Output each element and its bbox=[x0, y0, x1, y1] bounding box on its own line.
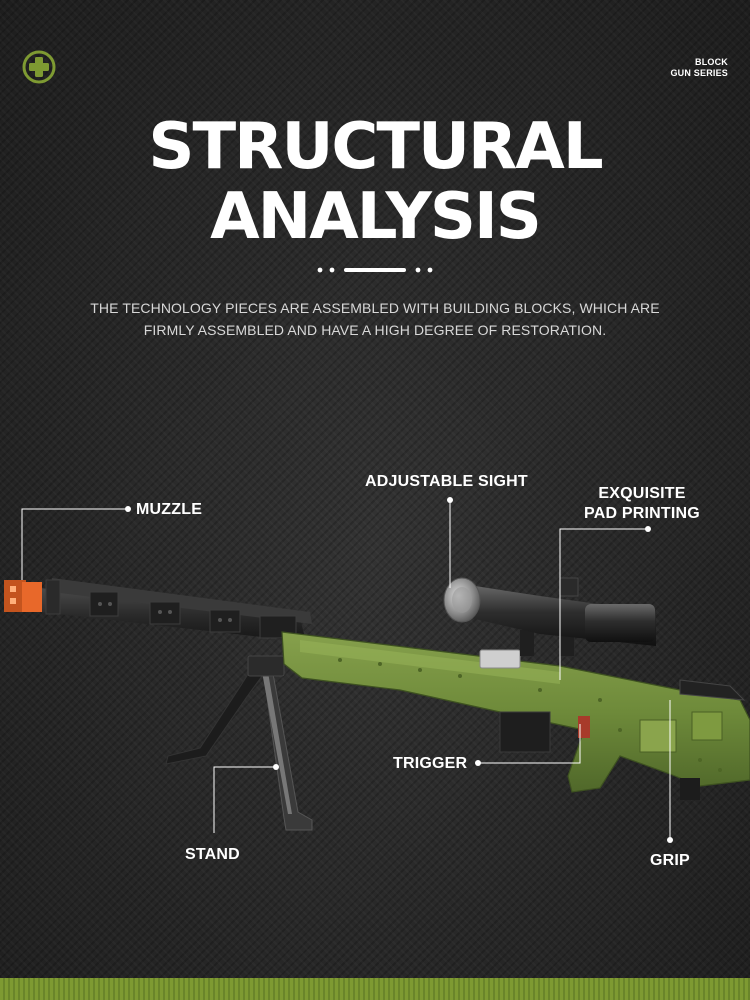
callout-leaders bbox=[21, 497, 673, 843]
callout-stand: STAND bbox=[185, 846, 240, 863]
bipod-stand bbox=[165, 655, 313, 831]
page-title: STRUCTURAL ANALYSIS bbox=[0, 112, 750, 252]
page-subtitle-line2: FIRMLY ASSEMBLED AND HAVE A HIGH DEGREE … bbox=[143, 322, 607, 338]
page-subtitle-line1: THE TECHNOLOGY PIECES ARE ASSEMBLED WITH… bbox=[90, 300, 660, 316]
stand-leader bbox=[213, 766, 276, 833]
series-tag: BLOCK GUN SERIES bbox=[670, 57, 728, 79]
callout-adjustable-sight: ADJUSTABLE SIGHT bbox=[365, 473, 528, 490]
green-cross-badge-icon bbox=[22, 50, 56, 84]
muzzle-tip bbox=[4, 580, 42, 612]
callout-grip: GRIP bbox=[650, 852, 690, 869]
trigger-leader bbox=[478, 724, 581, 764]
callout-exquisite-line1: EXQUISITE bbox=[598, 485, 686, 502]
series-tag-line2: GUN SERIES bbox=[670, 68, 728, 78]
callout-trigger: TRIGGER bbox=[393, 755, 468, 772]
page-title-line2: ANALYSIS bbox=[210, 180, 542, 254]
sniper-rifle-illustration bbox=[4, 497, 750, 843]
bottom-accent-stripe bbox=[0, 978, 750, 1000]
callout-muzzle: MUZZLE bbox=[136, 501, 203, 518]
callout-exquisite-pad-printing: EXQUISITE PAD PRINTING bbox=[580, 484, 704, 524]
page-title-line1: STRUCTURAL bbox=[148, 110, 603, 184]
rifle-stock bbox=[281, 631, 750, 800]
exquisite-leader bbox=[559, 528, 648, 680]
callout-exquisite-line2: PAD PRINTING bbox=[584, 505, 700, 522]
muzzle-leader bbox=[21, 508, 128, 580]
series-tag-line1: BLOCK bbox=[695, 57, 728, 67]
title-divider bbox=[317, 267, 433, 273]
rifle-scope bbox=[443, 577, 656, 656]
page-subtitle: THE TECHNOLOGY PIECES ARE ASSEMBLED WITH… bbox=[90, 297, 660, 341]
rifle-barrel bbox=[40, 578, 312, 642]
